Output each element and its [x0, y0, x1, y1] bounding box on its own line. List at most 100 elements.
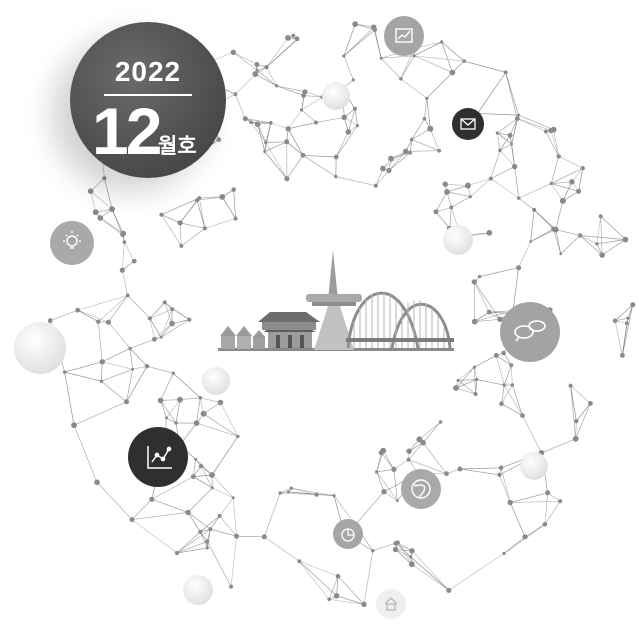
mesh-link	[501, 385, 505, 404]
mesh-dot	[353, 106, 357, 111]
mesh-dot	[194, 457, 198, 461]
mesh-link	[477, 113, 519, 116]
mesh-link	[161, 197, 200, 216]
mesh-link	[276, 85, 304, 96]
mesh-dot	[395, 499, 399, 502]
mesh-dot	[550, 126, 557, 133]
mesh-dot	[630, 302, 636, 308]
plain-node	[322, 82, 350, 110]
city-skyline-illustration	[218, 250, 454, 351]
mesh-link	[220, 402, 239, 437]
mesh-link	[600, 216, 626, 240]
mesh-dot	[264, 140, 268, 145]
mesh-dot	[412, 54, 416, 58]
mesh-dot	[464, 182, 471, 189]
mesh-link	[96, 482, 133, 520]
mesh-link	[435, 191, 448, 212]
mesh-link	[413, 41, 442, 57]
mesh-dot	[457, 466, 463, 472]
mesh-dot	[388, 155, 394, 162]
mesh-link	[335, 125, 358, 158]
mesh-dot	[351, 78, 355, 82]
mesh-link	[126, 369, 134, 402]
mesh-link	[104, 178, 113, 210]
mesh-link	[160, 400, 177, 424]
mesh-dot	[510, 142, 514, 146]
mesh-dot	[599, 252, 605, 258]
mesh-dot	[580, 166, 585, 171]
mesh-link	[179, 197, 200, 224]
mesh-dot	[495, 131, 499, 135]
mesh-dot	[284, 139, 290, 145]
mesh-link	[160, 373, 174, 401]
mesh-link	[408, 442, 424, 460]
mesh-link	[149, 318, 155, 340]
mesh-dot	[427, 125, 434, 132]
mesh-link	[446, 191, 471, 198]
mesh-link	[448, 553, 505, 591]
mesh-dot	[131, 367, 135, 371]
mesh-link	[505, 72, 518, 119]
mesh-link	[501, 384, 513, 404]
mesh-link	[455, 366, 475, 389]
mesh-link	[203, 413, 239, 437]
mesh-link	[265, 142, 288, 179]
mesh-link	[264, 151, 288, 179]
mesh-link	[580, 235, 626, 240]
mesh-link	[160, 400, 167, 419]
mesh-dot	[274, 84, 279, 88]
mesh-link	[551, 183, 579, 192]
mesh-link	[210, 528, 237, 537]
mesh-link	[264, 536, 300, 562]
mesh-dot	[300, 152, 306, 158]
issue-date-badge: 2022 12 월호	[70, 22, 226, 178]
mesh-link	[510, 500, 561, 503]
mesh-link	[233, 52, 258, 71]
mesh-dot	[440, 40, 444, 44]
badge-divider	[104, 94, 192, 96]
mesh-link	[266, 38, 298, 68]
mesh-dot	[507, 132, 513, 138]
mesh-link	[435, 207, 452, 213]
mesh-dot	[502, 551, 506, 556]
mesh-link	[496, 355, 512, 366]
mesh-dot	[174, 550, 179, 556]
mesh-link	[77, 309, 109, 323]
mesh-dot	[147, 316, 152, 321]
plain-node	[14, 322, 66, 374]
mesh-link	[265, 122, 272, 143]
mesh-dot	[577, 233, 583, 238]
mesh-dot	[119, 267, 125, 273]
mesh-link	[160, 323, 173, 338]
mesh-link	[304, 91, 323, 98]
mesh-link	[302, 155, 336, 177]
mesh-link	[200, 465, 213, 489]
mesh-dot	[595, 242, 599, 246]
mesh-dot	[409, 548, 415, 554]
mesh-link	[455, 379, 477, 389]
mesh-dot	[229, 584, 234, 589]
mesh-dot	[314, 120, 318, 125]
mesh-link	[181, 228, 206, 247]
mesh-dot	[406, 448, 412, 454]
mesh-link	[235, 73, 256, 95]
mesh-dot	[249, 120, 253, 124]
mesh-dot	[433, 209, 439, 215]
mesh-dot	[234, 533, 239, 539]
globe-icon	[411, 479, 431, 499]
mesh-dot	[254, 62, 260, 67]
mesh-link	[551, 167, 583, 184]
mesh-dot	[333, 154, 339, 160]
mesh-link	[517, 118, 552, 131]
mesh-dot	[124, 399, 129, 405]
mesh-link	[441, 41, 453, 73]
mesh-link	[499, 143, 512, 151]
plain-node	[443, 225, 473, 255]
mesh-link	[280, 492, 317, 496]
mesh-link	[233, 189, 236, 219]
mesh-link	[372, 542, 398, 552]
plain-node	[183, 575, 213, 605]
mesh-link	[422, 442, 447, 474]
mesh-link	[499, 474, 511, 503]
mesh-link	[90, 191, 97, 213]
